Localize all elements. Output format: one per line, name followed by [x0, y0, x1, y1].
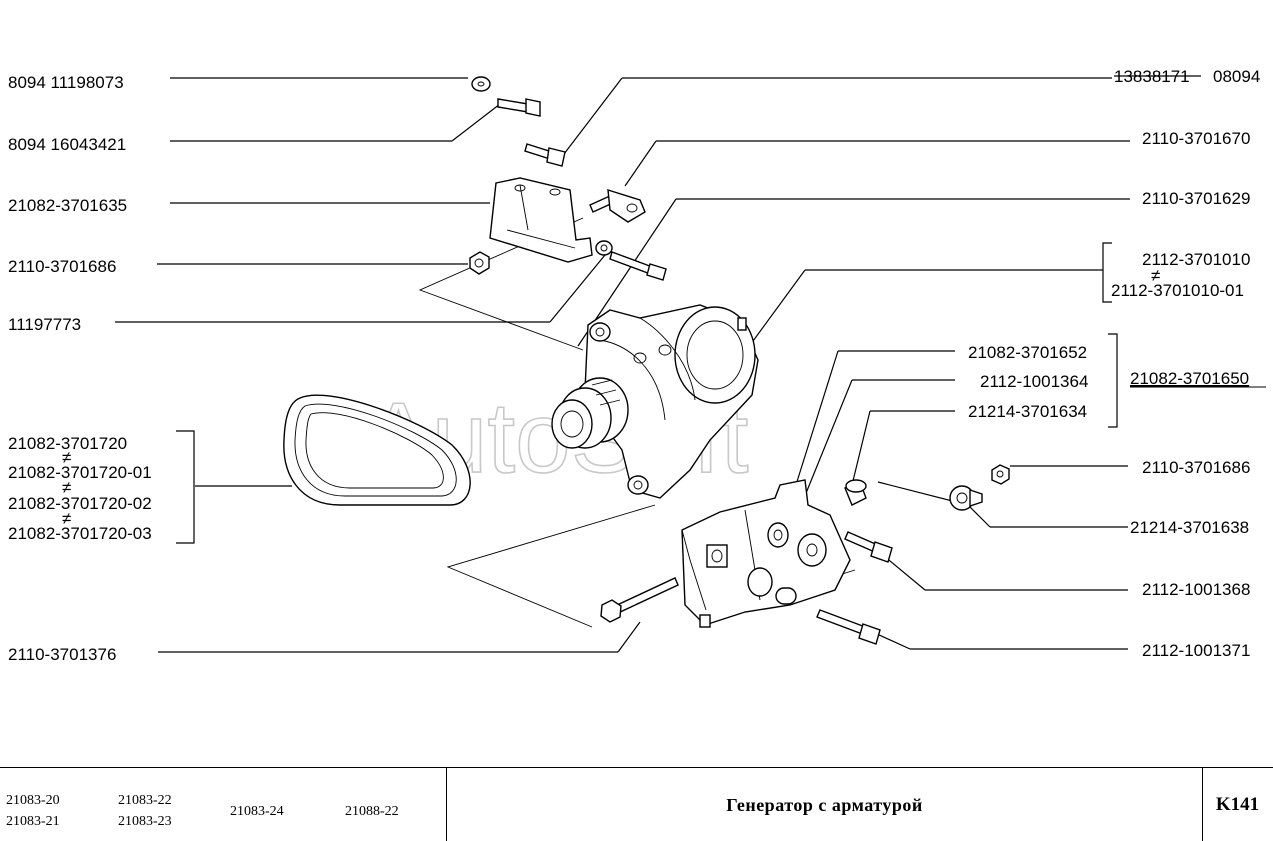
mounting-bracket-part — [681, 479, 851, 628]
part-labels: 8094 11198073 8094 16043421 21082-370163… — [8, 67, 1266, 664]
part-label: 21082-3701720-01 — [8, 463, 152, 482]
part-label: 21082-3701720-03 — [8, 524, 152, 543]
tension-bolt-part — [589, 189, 646, 223]
model-code: 21083-20 — [6, 793, 60, 808]
part-label: 21082-3701635 — [8, 196, 127, 215]
part-label: 2112-1001364 — [980, 372, 1088, 391]
bolt-part — [816, 609, 881, 645]
parts-diagram: AutoSoft — [8, 67, 1266, 664]
bolt-part — [524, 143, 566, 167]
sleeve-part — [949, 485, 983, 511]
part-label: 2110-3701376 — [8, 645, 116, 664]
washer-part — [595, 240, 613, 256]
part-label: 21082-3701720-02 — [8, 494, 152, 513]
part-label: 8094 16043421 — [8, 135, 126, 154]
model-code: 21083-23 — [118, 814, 172, 829]
part-label: 08094 — [1213, 67, 1260, 86]
alt-mark: ≠ — [1151, 266, 1160, 285]
model-code: 21083-24 — [230, 804, 284, 819]
part-label: 21082-3701720 — [8, 434, 127, 453]
nut-part — [991, 464, 1010, 485]
bolt-part — [497, 98, 541, 117]
part-label: 2112-1001371 — [1142, 641, 1250, 660]
part-label: 11197773 — [8, 315, 81, 334]
bolt-part — [609, 251, 667, 281]
part-label: 2110-3701629 — [1142, 189, 1250, 208]
washer-part — [471, 76, 491, 92]
long-bolt-part — [600, 577, 679, 623]
part-label: 2110-3701686 — [8, 257, 116, 276]
part-label: 2110-3701670 — [1142, 129, 1250, 148]
model-code: 21083-21 — [6, 814, 60, 829]
drive-belt-part — [283, 394, 471, 506]
part-label: 2112-1001368 — [1142, 580, 1250, 599]
assembly-label: 21082-3701650 — [1130, 369, 1249, 388]
bushing-part — [844, 479, 867, 506]
page-title: Генератор с арматурой — [446, 768, 1203, 841]
alternator-part — [551, 304, 759, 499]
model-code: 21083-22 — [118, 793, 172, 808]
part-label: 8094 11198073 — [8, 73, 124, 92]
part-label: 2110-3701686 — [1142, 458, 1250, 477]
part-label: 21082-3701652 — [968, 343, 1087, 362]
alt-mark: ≠ — [62, 478, 71, 497]
bracket-part — [489, 177, 593, 263]
nut-part — [469, 251, 490, 275]
footer: 21083-20 21083-21 21083-22 21083-23 2108… — [0, 767, 1273, 841]
alt-mark: ≠ — [62, 448, 71, 467]
part-label: 2112-3701010 — [1142, 250, 1250, 269]
part-label: 21214-3701638 — [1130, 518, 1249, 537]
alt-mark: ≠ — [62, 509, 71, 528]
page-code: K141 — [1215, 794, 1260, 815]
part-label: 2112-3701010-01 — [1111, 281, 1244, 300]
part-label: 21214-3701634 — [968, 402, 1087, 421]
bolt-part — [844, 531, 893, 563]
model-code: 21088-22 — [345, 804, 399, 819]
